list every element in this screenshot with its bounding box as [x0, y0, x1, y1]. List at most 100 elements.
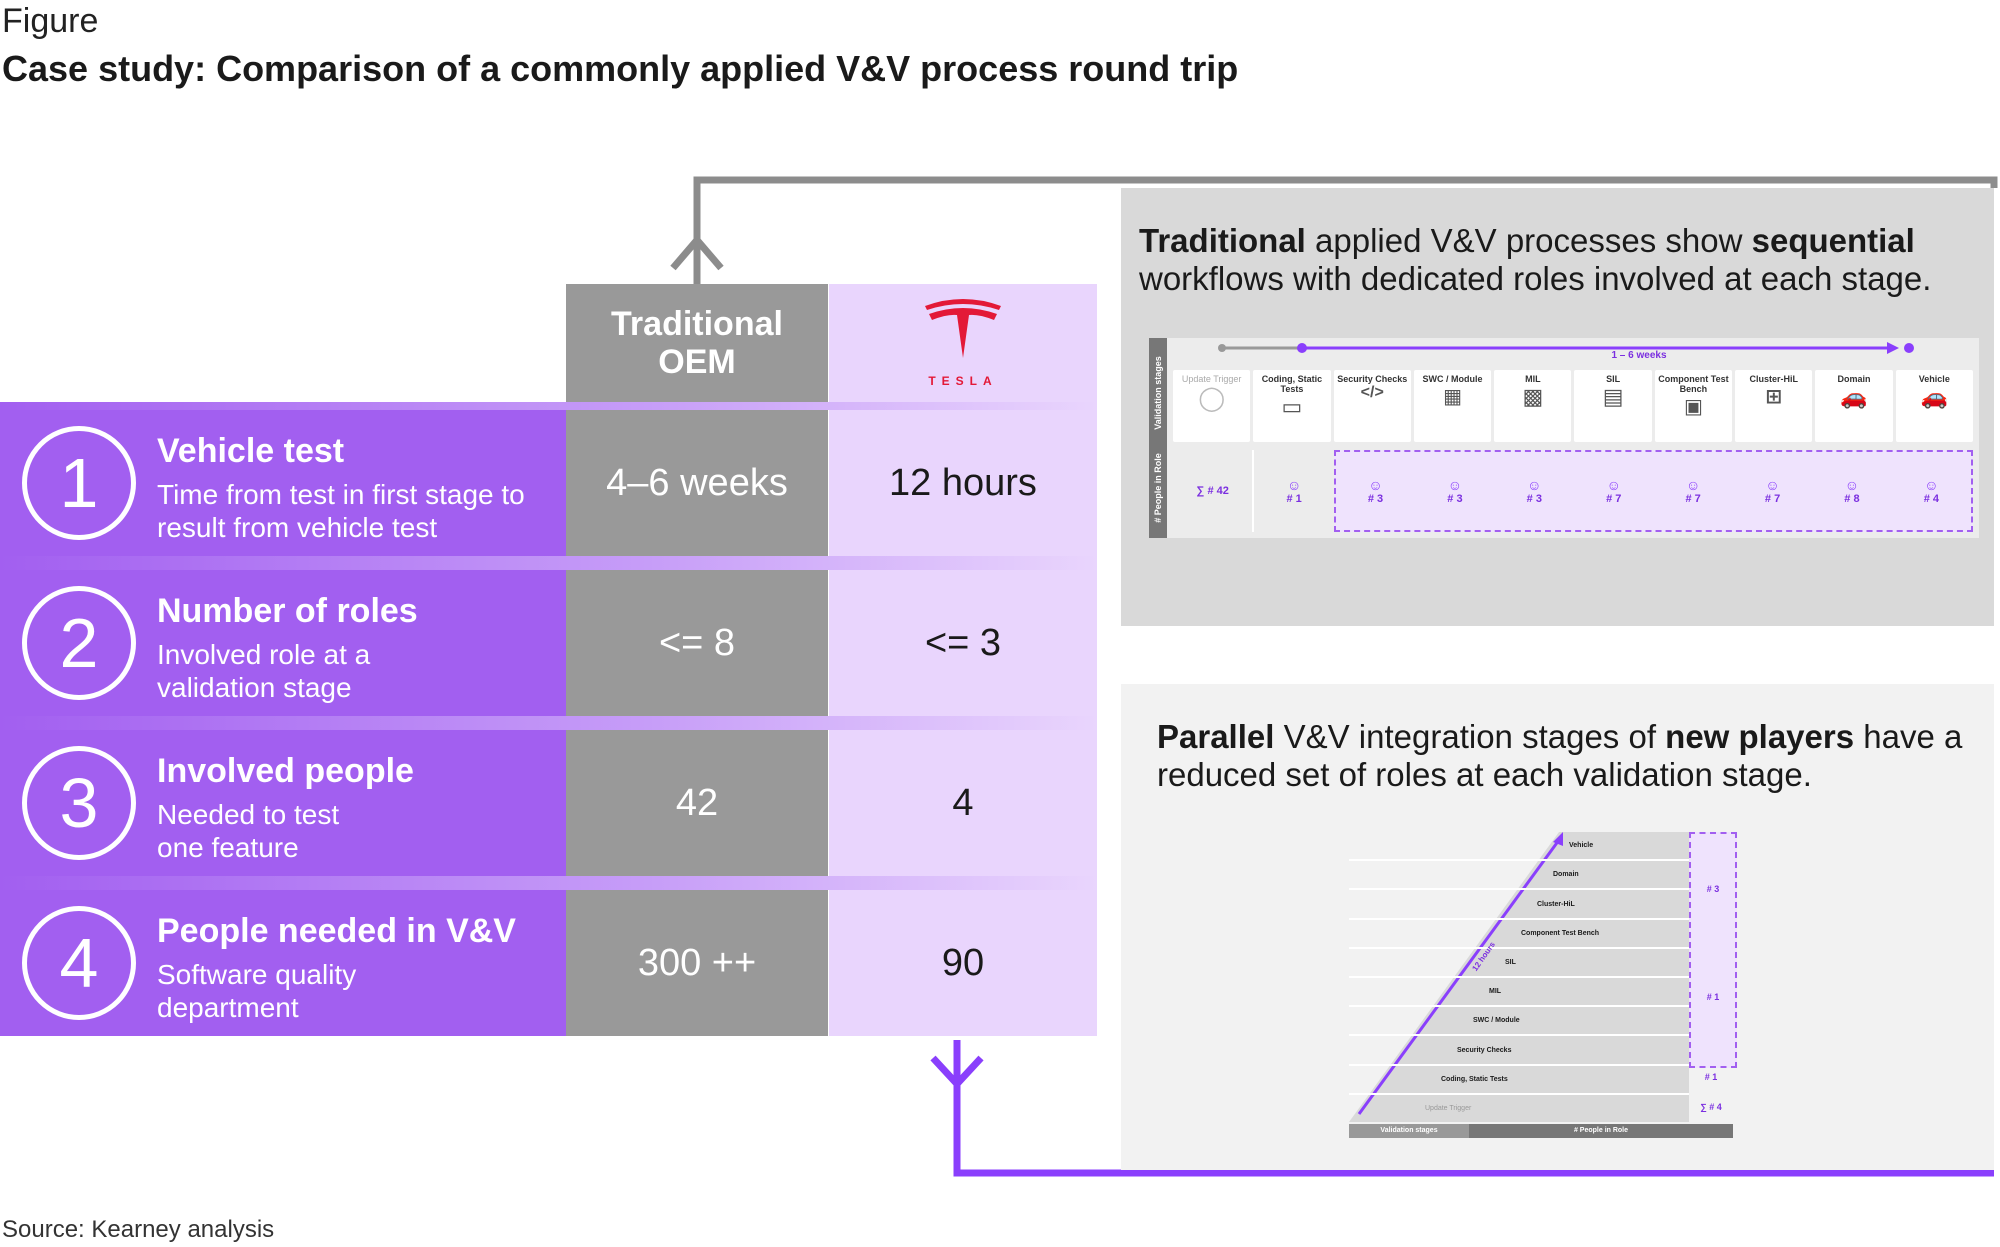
tesla-value: 4: [829, 730, 1097, 876]
monitor-icon: ▭: [1281, 394, 1303, 419]
footer-stages: Validation stages: [1349, 1124, 1469, 1138]
stage-label: SIL: [1349, 949, 1689, 979]
header-tesla: TESLA: [829, 284, 1097, 402]
oem-value: 42: [566, 730, 828, 876]
parallel-staircase-diagram: Vehicle Domain Cluster-HiL Component Tes…: [1349, 832, 1737, 1144]
row-number: 3: [22, 746, 136, 860]
stage-label: Component Test Bench: [1349, 920, 1689, 949]
roles-group: ☺# 3 ☺# 3 ☺# 3 ☺# 7 ☺# 7 ☺# 7 ☺# 8 ☺# 4: [1333, 450, 1974, 532]
side-label-people: # People in Role: [1153, 453, 1163, 523]
stage-label: Cluster-HiL: [1349, 890, 1689, 920]
people-count: # 1: [1706, 992, 1720, 1002]
car-icon: 🚗: [1840, 384, 1868, 409]
person-icon: ☺: [1527, 477, 1542, 493]
source-note: Source: Kearney analysis: [2, 1216, 275, 1243]
traditional-process-panel: Traditional applied V&V processes show s…: [1121, 188, 1994, 626]
stage-label: Security Checks: [1349, 1036, 1689, 1066]
people-count: # 7: [1685, 493, 1701, 505]
stage-component: Component Test Bench▣: [1654, 370, 1733, 442]
row-number: 2: [22, 586, 136, 700]
row-subtitle: Software quality department: [157, 959, 357, 1023]
stage-row: Update Trigger◯ Coding, Static Tests▭ Se…: [1173, 370, 1973, 442]
people-count: # 8: [1844, 493, 1860, 505]
row-subtitle: Time from test in first stage to result …: [157, 479, 525, 543]
stage-coding: Coding, Static Tests▭: [1253, 370, 1331, 442]
people-count: # 3: [1526, 493, 1542, 505]
row-label-vehicle-test: 1 Vehicle test Time from test in first s…: [0, 410, 566, 556]
people-count: # 3: [1367, 493, 1384, 505]
person-icon: ☺: [1368, 477, 1383, 493]
tesla-wordmark: TESLA: [928, 374, 998, 388]
stage-swc: SWC / Module▦: [1413, 370, 1492, 442]
stage-security: Security Checks</>: [1333, 370, 1411, 442]
stage-label: Vehicle: [1349, 832, 1689, 862]
person-icon: ☺: [1447, 477, 1463, 493]
people-row: ∑ # 42 ☺# 1 ☺# 3 ☺# 3 ☺# 3 ☺# 7 ☺# 7 ☺# …: [1173, 450, 1974, 532]
row-number: 4: [22, 906, 136, 1020]
row-number: 1: [22, 426, 136, 540]
panel-caption: Traditional applied V&V processes show s…: [1139, 222, 1932, 297]
people-count: # 7: [1764, 493, 1781, 505]
person-icon: ☺: [1924, 477, 1939, 493]
person-icon: ☺: [1606, 477, 1621, 493]
stage-sil: SIL▤: [1574, 370, 1652, 442]
tesla-value: <= 3: [829, 570, 1097, 716]
row-title: Vehicle test: [157, 432, 345, 470]
people-count: # 7: [1606, 493, 1622, 505]
stage-label: Coding, Static Tests: [1349, 1066, 1689, 1095]
figure-label: Figure: [2, 2, 99, 40]
chip-icon: ▣: [1683, 396, 1703, 418]
stage-label: SWC / Module: [1349, 1007, 1689, 1037]
mil-icon: ▩: [1522, 384, 1544, 409]
stage-label: Domain: [1349, 861, 1689, 891]
parallel-process-panel: Parallel V&V integration stages of new p…: [1121, 684, 1994, 1170]
person-icon: ☺: [1844, 477, 1860, 493]
tesla-value: 90: [829, 890, 1097, 1036]
tesla-value: 12 hours: [829, 410, 1097, 556]
cluster-icon: ⊞: [1765, 386, 1783, 408]
stage-cluster: Cluster-HiL⊞: [1735, 370, 1813, 442]
side-label-stages: Validation stages: [1153, 356, 1163, 430]
people-count: # 3: [1447, 493, 1463, 505]
sequential-diagram: Validation stages # People in Role 1 – 6…: [1149, 338, 1979, 538]
stage-mil: MIL▩: [1494, 370, 1572, 442]
total-people: ∑ # 4: [1700, 1102, 1722, 1112]
server-icon: ▤: [1602, 384, 1624, 409]
person-icon: ☺: [1765, 477, 1780, 493]
stage-update-trigger: Update Trigger◯: [1173, 370, 1251, 442]
stage-label: Update Trigger: [1425, 1104, 1472, 1112]
stage-vehicle: Vehicle🚗: [1895, 370, 1973, 442]
up-arrow-icon: [670, 234, 724, 271]
module-icon: ▦: [1443, 386, 1462, 408]
person-icon: ☺: [1286, 477, 1302, 493]
row-label-number-of-roles: 2 Number of roles Involved role at a val…: [0, 570, 566, 716]
header-traditional-oem: Traditional OEM: [566, 284, 828, 402]
lightbulb-icon: ◯: [1198, 385, 1226, 412]
oem-value: 300 ++: [566, 890, 828, 1036]
stage-label: MIL: [1349, 978, 1689, 1008]
row-title: Involved people: [157, 752, 414, 790]
total-people: ∑ # 42: [1196, 485, 1229, 497]
footer-people: # People in Role: [1469, 1124, 1733, 1138]
people-count: # 1: [1704, 1072, 1718, 1082]
row-subtitle: Involved role at a validation stage: [157, 639, 371, 703]
person-icon: ☺: [1685, 477, 1701, 493]
stage-list: Vehicle Domain Cluster-HiL Component Tes…: [1349, 832, 1689, 1122]
oem-value: <= 8: [566, 570, 828, 716]
row-label-people-in-vv: 4 People needed in V&V Software quality …: [0, 890, 566, 1036]
people-count: # 4: [1923, 493, 1939, 505]
panel-caption: Parallel V&V integration stages of new p…: [1157, 718, 1963, 793]
figure-title: Case study: Comparison of a commonly app…: [2, 48, 1239, 89]
row-subtitle: Needed to test one feature: [157, 799, 340, 863]
tesla-logo-icon: [925, 299, 1001, 358]
row-label-involved-people: 3 Involved people Needed to test one fea…: [0, 730, 566, 876]
row-title: People needed in V&V: [157, 912, 516, 950]
code-icon: </>: [1360, 384, 1384, 401]
people-count: # 1: [1286, 493, 1302, 505]
row-title: Number of roles: [157, 592, 418, 630]
oem-value: 4–6 weeks: [566, 410, 828, 556]
roles-group: # 3 # 1: [1689, 832, 1737, 1068]
vehicle-icon: 🚗: [1920, 384, 1949, 409]
people-count: # 3: [1706, 884, 1720, 894]
